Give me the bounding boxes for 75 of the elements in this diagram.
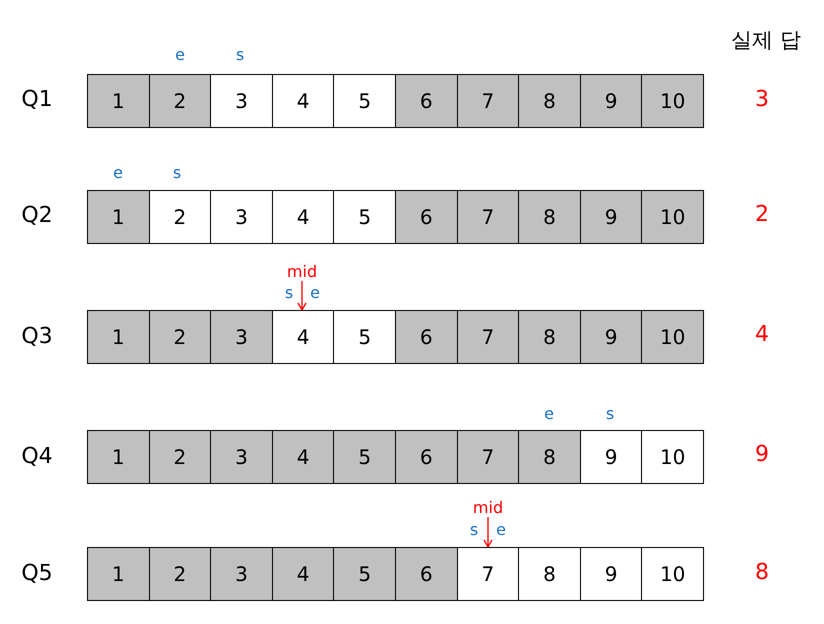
array-cell: 6 [395, 547, 458, 601]
array-cell: 6 [395, 190, 458, 244]
array-cell: 9 [580, 74, 642, 128]
array-cell: 8 [518, 547, 581, 601]
pointer-label: e [544, 404, 554, 423]
array-cell: 7 [456, 547, 520, 601]
array-cell: 10 [641, 310, 704, 364]
arrow [483, 517, 493, 548]
array-cell: 3 [210, 310, 273, 364]
array-cell: 9 [580, 547, 642, 601]
pointer-label: e [113, 163, 123, 182]
array-cell: 5 [333, 430, 396, 484]
array-cell: 7 [456, 430, 520, 484]
array-cell: 5 [333, 74, 396, 128]
array-cell: 8 [518, 310, 581, 364]
array-cell: 1 [87, 547, 150, 601]
pointer-label: mid [282, 264, 322, 280]
pointer-label: mid [468, 500, 508, 516]
answer-value: 2 [755, 202, 769, 227]
array-cell: 2 [148, 310, 212, 364]
array-cell: 10 [641, 190, 704, 244]
row-label: Q5 [21, 561, 53, 586]
array-cell: 1 [87, 430, 150, 484]
array-cell: 7 [456, 310, 520, 364]
row-label: Q4 [21, 444, 53, 469]
array-cell: 3 [210, 547, 273, 601]
array-cell: 4 [272, 547, 334, 601]
array-cell: 1 [87, 310, 150, 364]
array-cell: 6 [395, 310, 458, 364]
array-cell: 2 [148, 190, 212, 244]
array-cell: 4 [272, 430, 334, 484]
arrow [297, 281, 307, 311]
array-cell: 4 [272, 74, 334, 128]
array-cell: 3 [210, 74, 273, 128]
array-cell: 3 [210, 190, 273, 244]
array-cell: 5 [333, 190, 396, 244]
array-cell: 2 [148, 430, 212, 484]
array-cell: 3 [210, 430, 273, 484]
array-cell: 9 [580, 430, 642, 484]
pointer-label: s [606, 404, 614, 423]
column-heading: 실제 답 [731, 28, 801, 52]
array-cell: 6 [395, 74, 458, 128]
array-cell: 4 [272, 310, 334, 364]
array-cell: 1 [87, 190, 150, 244]
row-label: Q2 [21, 203, 53, 228]
row-label: Q3 [21, 324, 53, 349]
pointer-label: s [172, 163, 182, 182]
answer-value: 8 [755, 560, 769, 585]
array-cell: 2 [148, 74, 212, 128]
array-cell: 4 [272, 190, 334, 244]
array-cell: 9 [580, 190, 642, 244]
pointer-label: s [470, 520, 478, 539]
answer-value: 4 [755, 322, 769, 347]
array-cell: 8 [518, 190, 581, 244]
answer-value: 3 [755, 87, 769, 112]
array-cell: 8 [518, 74, 581, 128]
array-cell: 9 [580, 310, 642, 364]
array-cell: 7 [456, 190, 520, 244]
array-cell: 6 [395, 430, 458, 484]
answer-value: 9 [755, 442, 769, 467]
pointer-label: e [496, 520, 506, 539]
pointer-label: e [310, 283, 320, 302]
pointer-label: s [236, 45, 244, 64]
array-cell: 1 [87, 74, 150, 128]
array-cell: 10 [641, 74, 704, 128]
array-cell: 5 [333, 547, 396, 601]
pointer-label: s [284, 283, 294, 302]
array-cell: 5 [333, 310, 396, 364]
pointer-label: e [175, 45, 185, 64]
array-cell: 8 [518, 430, 581, 484]
array-cell: 10 [641, 547, 704, 601]
array-cell: 7 [456, 74, 520, 128]
array-cell: 10 [641, 430, 704, 484]
row-label: Q1 [21, 87, 53, 112]
array-cell: 2 [148, 547, 212, 601]
